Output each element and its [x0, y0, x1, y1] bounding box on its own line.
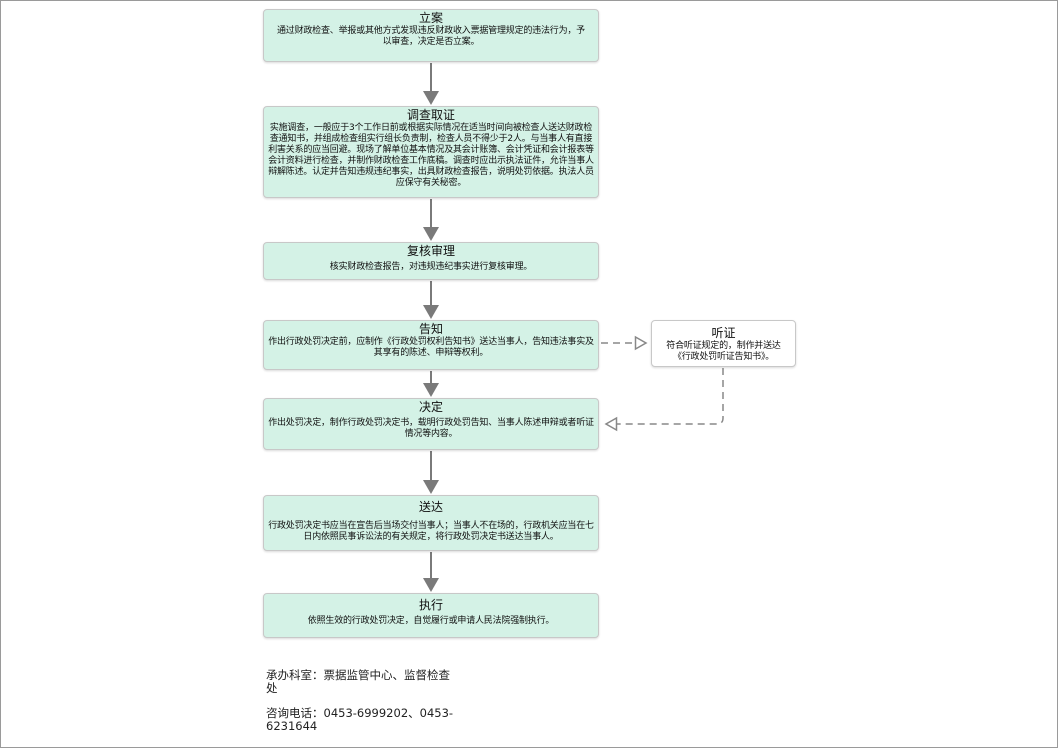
step-title: 告知: [418, 322, 443, 336]
step-title: 决定: [418, 400, 443, 414]
step-hearing: 听证 符合听证规定的，制作并送达《行政处罚听证告知书》。: [651, 320, 796, 367]
phone-info: 咨询电话：0453-6999202、0453-6231644: [266, 706, 454, 733]
step-title: 送达: [418, 500, 443, 514]
step-title: 执行: [418, 598, 443, 612]
step-desc: 作出处罚决定，制作行政处罚决定书，载明行政处罚告知、当事人陈述申辩或者听证情况等…: [268, 418, 594, 439]
step-title: 调查取证: [406, 108, 455, 122]
step-title: 听证: [711, 326, 736, 340]
step-title: 复核审理: [406, 244, 455, 258]
step-notification: 告知 作出行政处罚决定前，应制作《行政处罚权利告知书》送达当事人，告知违法事实及…: [263, 320, 599, 370]
step-desc: 通过财政检查、举报或其他方式发现违反财政收入票据管理规定的违法行为，予以审查，决…: [276, 26, 585, 47]
step-investigation: 调查取证 实施调查，一般应于3个工作日前或根据实际情况在适当时间向被检查人送达财…: [263, 106, 599, 198]
step-decision: 决定 作出处罚决定，制作行政处罚决定书，载明行政处罚告知、当事人陈述申辩或者听证…: [263, 398, 599, 450]
step-desc: 依照生效的行政处罚决定，自觉履行或申请人民法院强制执行。: [307, 616, 555, 626]
step-desc: 作出行政处罚决定前，应制作《行政处罚权利告知书》送达当事人，告知违法事实及其享有…: [268, 337, 594, 358]
step-review: 复核审理 核实财政检查报告，对违规违纪事实进行复核审理。: [263, 242, 599, 280]
step-desc: 符合听证规定的，制作并送达《行政处罚听证告知书》。: [666, 341, 781, 362]
office-info: 承办科室：票据监管中心、监督检查处: [266, 668, 450, 695]
step-desc: 核实财政检查报告，对违规违纪事实进行复核审理。: [329, 262, 533, 272]
step-desc: 实施调查，一般应于3个工作日前或根据实际情况在适当时间向被检查人送达财政检查通知…: [268, 123, 594, 188]
step-delivery: 送达 行政处罚决定书应当在宣告后当场交付当事人；当事人不在场的，行政机关应当在七…: [263, 495, 599, 551]
dashed-arrow-from-hearing: [604, 368, 724, 432]
step-filing: 立案 通过财政检查、举报或其他方式发现违反财政收入票据管理规定的违法行为，予以审…: [263, 9, 599, 62]
step-execution: 执行 依照生效的行政处罚决定，自觉履行或申请人民法院强制执行。: [263, 593, 599, 638]
step-desc: 行政处罚决定书应当在宣告后当场交付当事人；当事人不在场的，行政机关应当在七日内依…: [268, 521, 594, 542]
step-title: 立案: [418, 11, 443, 25]
